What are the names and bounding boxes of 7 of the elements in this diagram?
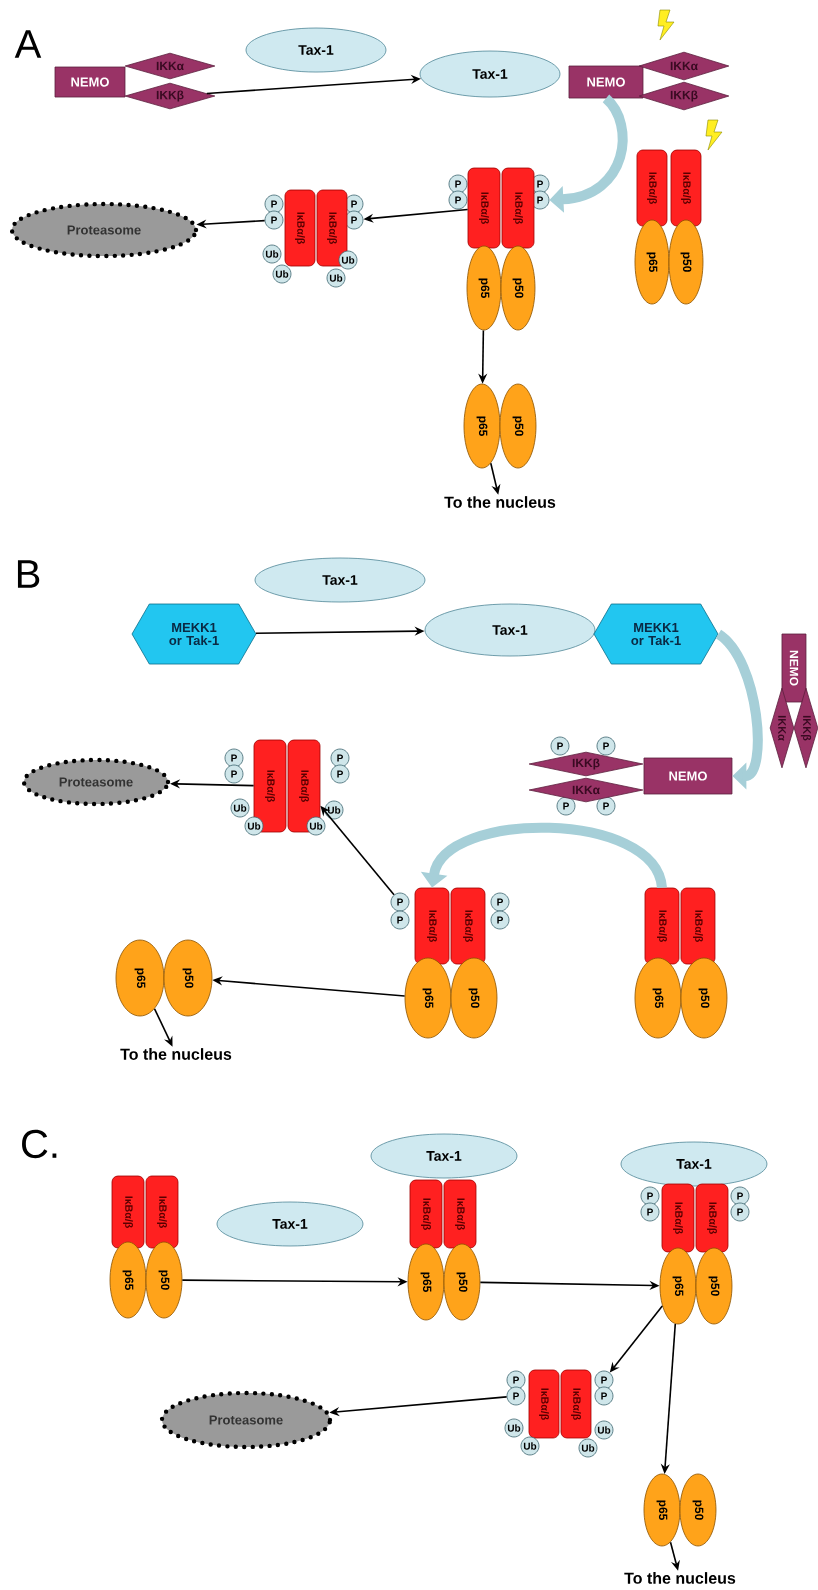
- destination-label: To the nucleus: [444, 496, 556, 508]
- panel-letter: A: [14, 30, 42, 58]
- curved-arrow: [715, 630, 763, 790]
- panel-letter: B: [17, 560, 40, 588]
- panel-letter: C.: [22, 1129, 57, 1159]
- destination-label: To the nucleus: [120, 1048, 232, 1060]
- destination-label: To the nucleus: [624, 1572, 736, 1584]
